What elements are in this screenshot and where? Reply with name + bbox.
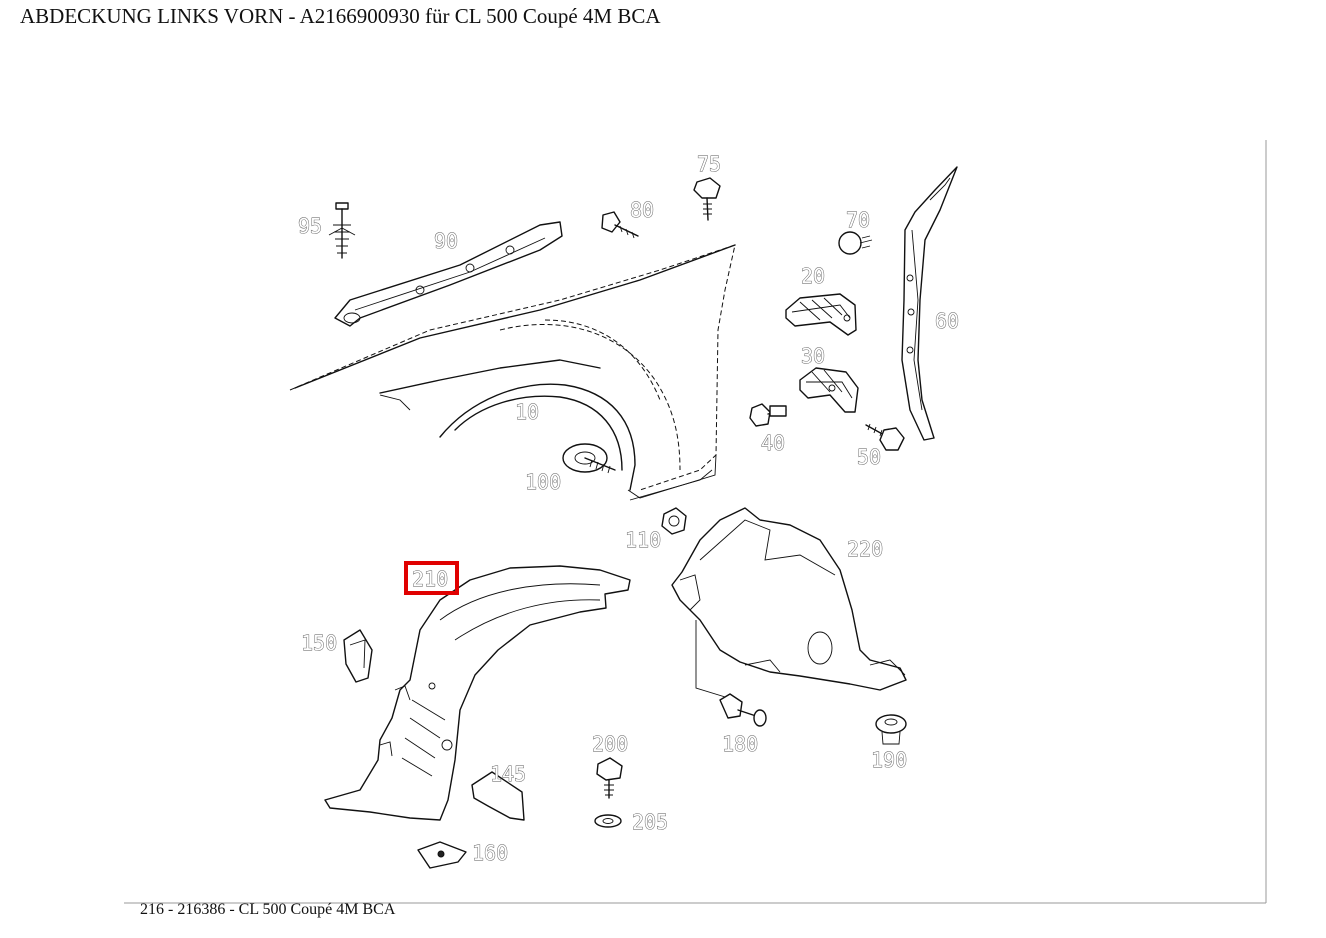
callout-30[interactable]: 30 bbox=[801, 344, 826, 369]
callout-110[interactable]: 110 bbox=[625, 528, 662, 553]
part-160-nut-plate[interactable] bbox=[417, 841, 467, 869]
callout-200[interactable]: 200 bbox=[592, 732, 629, 757]
callout-50[interactable]: 50 bbox=[857, 445, 882, 470]
part-75-bolt[interactable] bbox=[693, 177, 721, 221]
part-110-nut[interactable] bbox=[661, 507, 687, 535]
callout-95[interactable]: 95 bbox=[298, 214, 323, 239]
part-200-bolt[interactable] bbox=[596, 757, 623, 799]
part-30-bracket[interactable] bbox=[799, 367, 859, 413]
part-150-clip[interactable] bbox=[343, 629, 373, 683]
part-180-plug[interactable] bbox=[719, 693, 767, 727]
part-205-washer[interactable] bbox=[594, 814, 622, 828]
part-220-wheel-liner-rear[interactable] bbox=[671, 507, 907, 701]
callout-150[interactable]: 150 bbox=[301, 631, 338, 656]
part-95-push-rivet[interactable] bbox=[328, 202, 356, 259]
callout-100[interactable]: 100 bbox=[525, 470, 562, 495]
callout-145[interactable]: 145 bbox=[490, 762, 527, 787]
callout-180[interactable]: 180 bbox=[722, 732, 759, 757]
callout-70[interactable]: 70 bbox=[846, 208, 871, 233]
callout-10[interactable]: 10 bbox=[515, 400, 540, 425]
page-title: ABDECKUNG LINKS VORN - A2166900930 für C… bbox=[20, 4, 661, 28]
part-70-clip[interactable] bbox=[838, 231, 873, 255]
part-60-seal-strip[interactable] bbox=[901, 166, 958, 441]
part-40-bolt[interactable] bbox=[749, 403, 787, 427]
part-190-clip[interactable] bbox=[875, 714, 907, 745]
callout-160[interactable]: 160 bbox=[472, 841, 509, 866]
part-100-bolt-washer[interactable] bbox=[562, 443, 616, 474]
callout-60[interactable]: 60 bbox=[935, 309, 960, 334]
callout-220[interactable]: 220 bbox=[847, 537, 884, 562]
callout-40[interactable]: 40 bbox=[761, 431, 786, 456]
part-145-deflector[interactable] bbox=[471, 771, 525, 821]
part-90-mounting-strip[interactable] bbox=[334, 221, 563, 327]
part-50-bolt[interactable] bbox=[865, 423, 905, 451]
footer-caption: 216 - 216386 - CL 500 Coupé 4M BCA bbox=[140, 901, 396, 918]
part-10-fender[interactable] bbox=[289, 244, 736, 501]
part-210-wheel-liner-front[interactable] bbox=[324, 565, 631, 821]
part-80-screw[interactable] bbox=[601, 211, 639, 239]
callout-20[interactable]: 20 bbox=[801, 264, 826, 289]
callout-210[interactable]: 210 bbox=[412, 567, 449, 592]
part-20-bracket[interactable] bbox=[785, 293, 857, 336]
callout-80[interactable]: 80 bbox=[630, 198, 655, 223]
callout-205[interactable]: 205 bbox=[632, 810, 669, 835]
callout-90[interactable]: 90 bbox=[434, 229, 459, 254]
callout-75[interactable]: 75 bbox=[697, 152, 722, 177]
callout-190[interactable]: 190 bbox=[871, 748, 908, 773]
highlight-box-210 bbox=[404, 561, 459, 595]
